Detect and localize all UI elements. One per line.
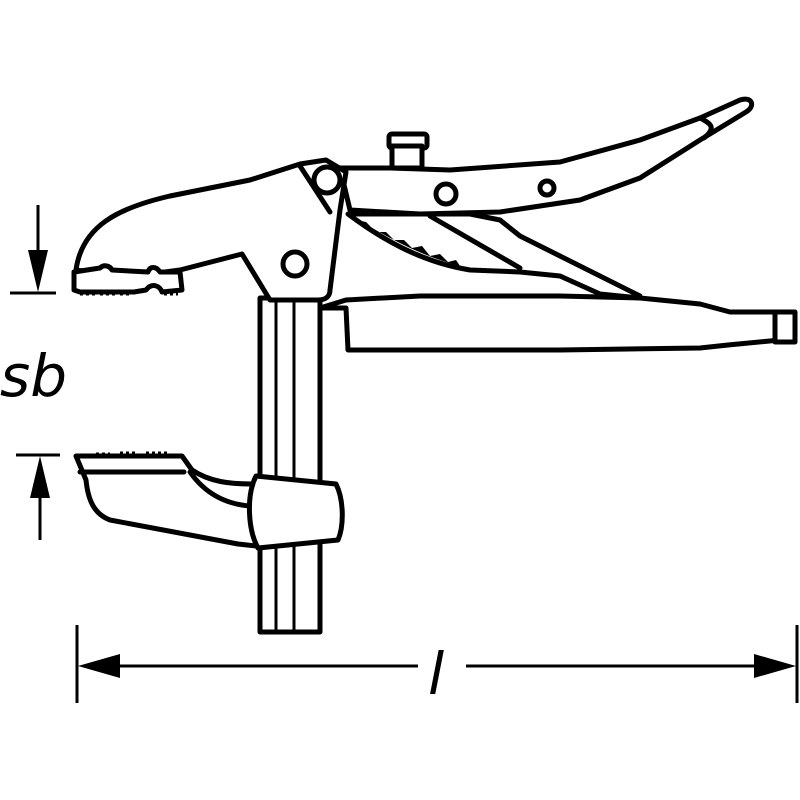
upper-jaw [71,157,349,303]
rivet-icon [537,178,557,198]
arrow-left-icon [78,654,120,678]
dimension-label-sb: sb [0,342,67,410]
arrow-right-icon [754,654,796,678]
dimension-label-l: l [428,640,444,708]
pivot-pin-icon [311,164,343,196]
lower-jaw [73,451,345,551]
lower-handle [317,293,798,353]
dimension-sb: sb [0,205,67,540]
arrow-down-icon [28,250,48,292]
rivet-icon [280,249,310,279]
arrow-up-icon [30,456,50,498]
dimension-l: l [75,625,799,708]
locking-linkage [345,211,643,301]
rivet-icon [433,181,459,207]
slide-bar [257,295,323,635]
upper-handle [337,96,755,217]
